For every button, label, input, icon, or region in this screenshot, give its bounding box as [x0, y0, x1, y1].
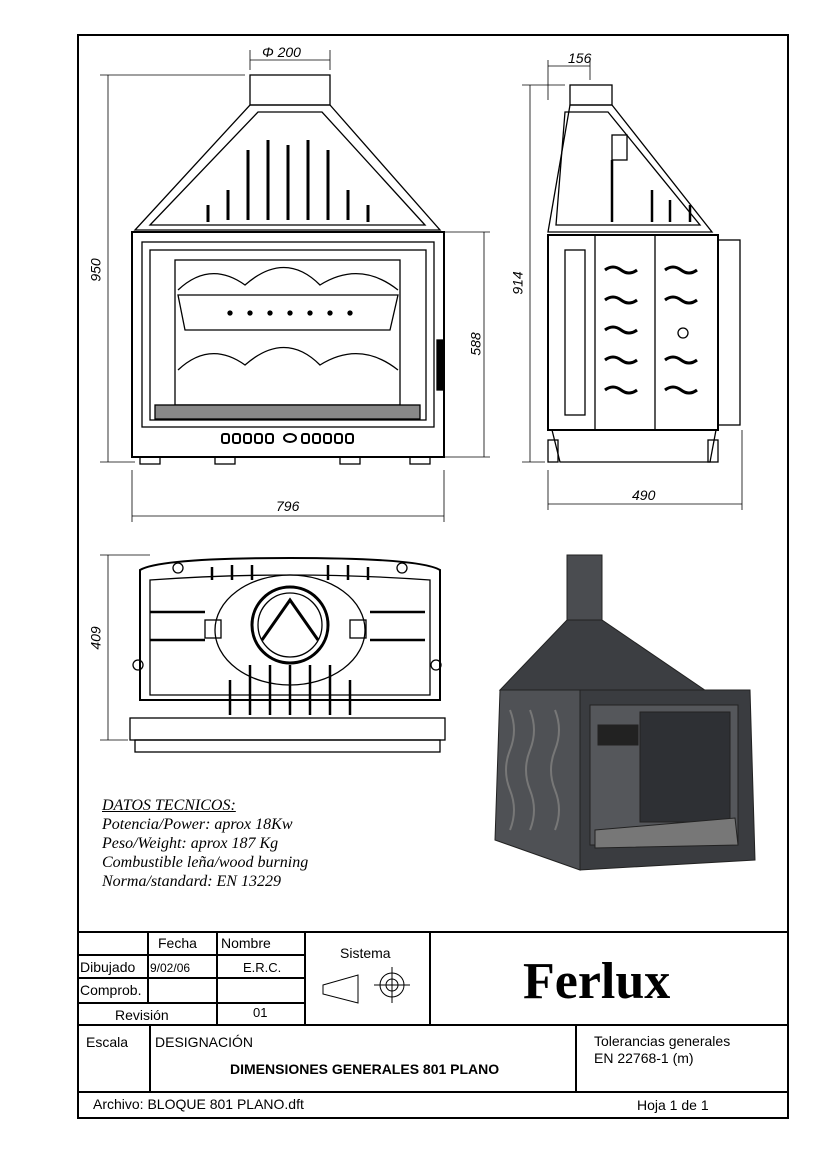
- sistema-label: Sistema: [340, 945, 391, 961]
- comprob-label: Comprob.: [80, 982, 142, 998]
- designacion-label: DESIGNACIÓN: [155, 1034, 254, 1050]
- dibujado-fecha: 9/02/06: [150, 961, 191, 975]
- designacion-value: DIMENSIONES GENERALES 801 PLANO: [230, 1061, 500, 1077]
- dibujado-label: Dibujado: [80, 959, 136, 975]
- revision-label: Revisión: [115, 1007, 169, 1023]
- front-view: [131, 74, 445, 465]
- escala-label: Escala: [86, 1034, 129, 1050]
- tech-line-power: Potencia/Power: aprox 18Kw: [102, 816, 293, 833]
- technical-data: DATOS TECNICOS: Potencia/Power: aprox 18…: [102, 796, 308, 891]
- nombre-label: Nombre: [221, 935, 271, 951]
- company-logo: Ferlux: [523, 953, 671, 1010]
- projection-symbol: [322, 967, 410, 1004]
- revision-value: 01: [253, 1005, 268, 1020]
- dim-width-front: 796: [276, 498, 300, 514]
- tech-line-weight: Peso/Weight: aprox 187 Kg: [102, 835, 279, 852]
- dibujado-nombre: E.R.C.: [243, 960, 282, 975]
- title-block-grid: [78, 931, 788, 1093]
- top-dimensions: [100, 554, 150, 741]
- front-dimensions: [100, 50, 490, 522]
- isometric-render: [494, 554, 756, 871]
- side-view: [547, 84, 741, 463]
- tolerancias-label: Tolerancias generales: [594, 1033, 731, 1049]
- sheet-border: [77, 34, 789, 1119]
- dim-height-front: 950: [87, 258, 104, 282]
- top-view: [129, 556, 446, 753]
- archivo-label: Archivo: BLOQUE 801 PLANO.dft: [93, 1096, 304, 1112]
- dim-depth-top: 409: [87, 626, 104, 650]
- hoja-label: Hoja 1 de 1: [637, 1097, 709, 1113]
- fecha-label: Fecha: [158, 935, 197, 951]
- dim-height-side: 914: [509, 271, 526, 295]
- dim-side-top: 156: [568, 50, 592, 66]
- technical-data-heading: DATOS TECNICOS:: [102, 797, 236, 814]
- dim-depth-side: 490: [632, 487, 656, 503]
- dim-flue-diameter: Φ 200: [262, 44, 301, 60]
- tech-line-fuel: Combustible leña/wood burning: [102, 854, 309, 871]
- tolerancias-value: EN 22768-1 (m): [594, 1050, 694, 1066]
- dim-opening-height: 588: [467, 332, 484, 356]
- tech-line-standard: Norma/standard: EN 13229: [102, 873, 281, 890]
- side-dimensions: [522, 60, 743, 510]
